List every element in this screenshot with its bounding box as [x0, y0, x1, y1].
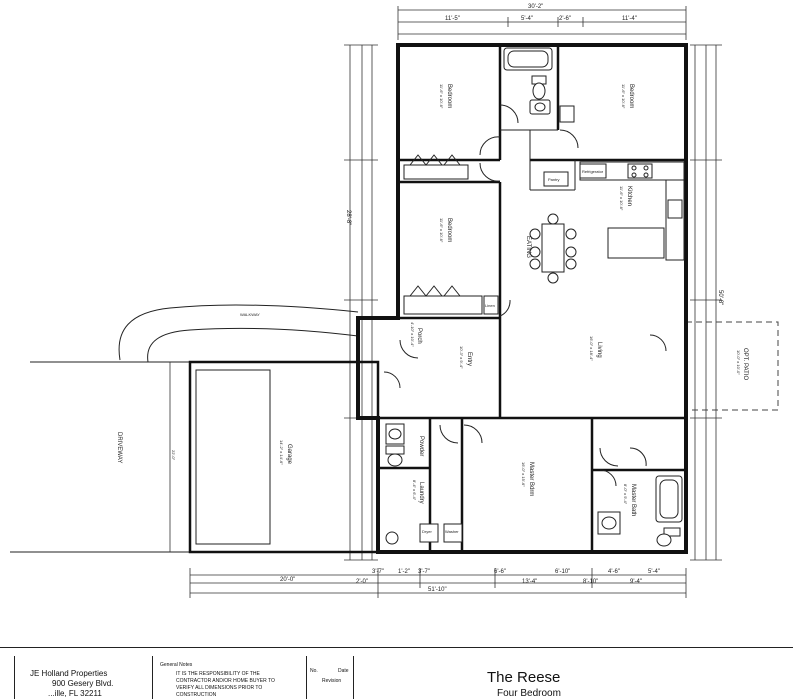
dim-top-seg-4: 11'-4" [622, 16, 637, 22]
title-block: JE Holland Properties 900 Gesery Blvd. .… [0, 647, 793, 699]
floor-plan: 30'-2" 11'-5" 5'-4" 2'-6" 11'-4" 28'-8" … [10, 4, 779, 598]
optional-patio: OPT. PATIO 10'-0" x 10'-0" [685, 321, 779, 411]
dim-bottom-total: 51'-10" [428, 587, 447, 593]
tb-address-1: 900 Gesery Blvd. [52, 679, 114, 688]
tb-notes-line-4: CONSTRUCTION [176, 692, 217, 698]
tb-revisions-cell [306, 656, 354, 699]
top-dimensions: 30'-2" 11'-5" 5'-4" 2'-6" 11'-4" [397, 4, 687, 40]
eating-name: EATING [525, 236, 531, 258]
tb-notes-line-3: VERIFY ALL DIMENSIONS PRIOR TO [176, 685, 263, 691]
dim-bottom-seg-5: 6'-10" [555, 569, 570, 575]
opt-patio-size: 10'-0" x 10'-0" [736, 350, 741, 375]
entry-name: Entry [466, 352, 472, 366]
interior-walls [378, 45, 686, 552]
opt-patio-name: OPT. PATIO [742, 348, 748, 380]
refrigerator-label: Refrigerator [582, 169, 604, 174]
plan-title: The Reese [487, 669, 561, 686]
living-size: 16'-0" x 18'-4" [589, 336, 594, 361]
dining-table [529, 213, 577, 284]
dim-top-seg-1: 11'-5" [445, 16, 460, 22]
tb-logo-cell [14, 656, 151, 699]
dim-bottom2-seg-4: 9'-4" [630, 579, 642, 585]
driveway-label: DRIVEWAY [116, 432, 122, 463]
site-features: WALKWAY DRIVEWAY 22'-0" [10, 304, 359, 553]
dim-top-seg-2: 5'-4" [521, 16, 533, 22]
master-bdrm-size: 16'-0" x 15'-6" [521, 462, 526, 487]
bottom-dimensions: 20'-0" 3'-7" 1'-2" 3'-7" 6'-6" 6'-10" 4'… [189, 568, 687, 598]
bedroom-ne-size: 11'-6" x 10'-6" [621, 84, 626, 109]
dim-bottom-seg-2: 1'-2" [398, 569, 410, 575]
tb-notes-title: General Notes [160, 662, 193, 668]
powder-name: Powder [418, 436, 424, 456]
tb-company: JE Holland Properties [30, 669, 108, 678]
room-labels: Bedroom 11'-6" x 10'-6" Bedroom 11'-6" x… [410, 84, 636, 516]
kitchen-fixtures: Refrigerator Pantry [543, 161, 685, 261]
dim-bottom2-seg-3: 8'-10" [583, 579, 598, 585]
tb-col-revision: Revision [322, 678, 342, 684]
laundry-name: Laundry [418, 482, 424, 504]
tb-col-no: No. [310, 668, 318, 674]
bedroom-ne-name: Bedroom [628, 84, 634, 108]
bedroom-nw-name: Bedroom [446, 84, 452, 108]
pantry-label: Pantry [548, 177, 560, 182]
master-bdrm-name: Master Bdrm [528, 462, 534, 496]
tb-notes-cell [152, 656, 297, 699]
kitchen-size: 11'-6" x 10'-6" [619, 186, 624, 211]
dim-bottom2-seg-2: 13'-4" [522, 579, 537, 585]
living-name: Living [596, 342, 602, 358]
dryer-label: Dryer [422, 529, 432, 534]
dim-bottom-seg-6: 4'-6" [608, 569, 620, 575]
master-bath-size: 8'-0" x 9'-4" [623, 484, 628, 505]
dim-bottom-garage: 20'-0" [280, 577, 295, 583]
dim-left-overall: 28'-8" [345, 210, 351, 225]
dim-bottom-seg-3: 3'-7" [418, 569, 430, 575]
plan-subtitle: Four Bedroom [497, 688, 561, 699]
fixtures: Dryer Washer [385, 47, 683, 547]
laundry-size: 8'-4" x 6'-4" [412, 480, 417, 501]
dim-right-overall: 50'-8" [717, 290, 723, 305]
porch-size: 4'-10" x 10'-4" [410, 322, 415, 347]
dim-bottom-seg-1: 3'-7" [372, 569, 384, 575]
tb-col-date: Date [338, 668, 349, 674]
dim-bottom-seg-4: 6'-6" [494, 569, 506, 575]
dim-top-total: 30'-2" [528, 4, 543, 10]
dim-bottom2-seg-1: 2'-0" [356, 579, 368, 585]
bedroom-w-size: 11'-6" x 10'-6" [439, 218, 444, 243]
entry-size: 10'-3" x 9'-4" [459, 346, 464, 369]
garage-name: Garage [286, 444, 292, 465]
washer-label: Washer [445, 529, 459, 534]
tb-notes-line-2: CONTRACTOR AND/OR HOME BUYER TO [176, 678, 275, 684]
doors [383, 104, 667, 487]
master-bath-name: Master Bath [630, 484, 636, 516]
dim-top-seg-3: 2'-6" [559, 16, 571, 22]
linen-label: Linen [485, 303, 495, 308]
bedroom-nw-size: 11'-6" x 10'-6" [439, 84, 444, 109]
porch-name: Porch [416, 328, 422, 344]
dim-bottom-seg-7: 5'-4" [648, 569, 660, 575]
tb-address-2: ...ille, FL 32211 [48, 689, 102, 698]
bedroom-w-name: Bedroom [446, 218, 452, 242]
side-dimensions: 28'-8" 50'-8" [344, 44, 723, 561]
closets: Linen [403, 154, 499, 315]
driveway-dim: 22'-0" [171, 450, 176, 461]
kitchen-name: Kitchen [626, 186, 632, 206]
tb-notes-line-1: IT IS THE RESPONSIBILITY OF THE [176, 671, 260, 677]
garage-size: 14'-2" x 14'-6" [279, 440, 284, 465]
walkway-label: WALKWAY [240, 312, 260, 317]
